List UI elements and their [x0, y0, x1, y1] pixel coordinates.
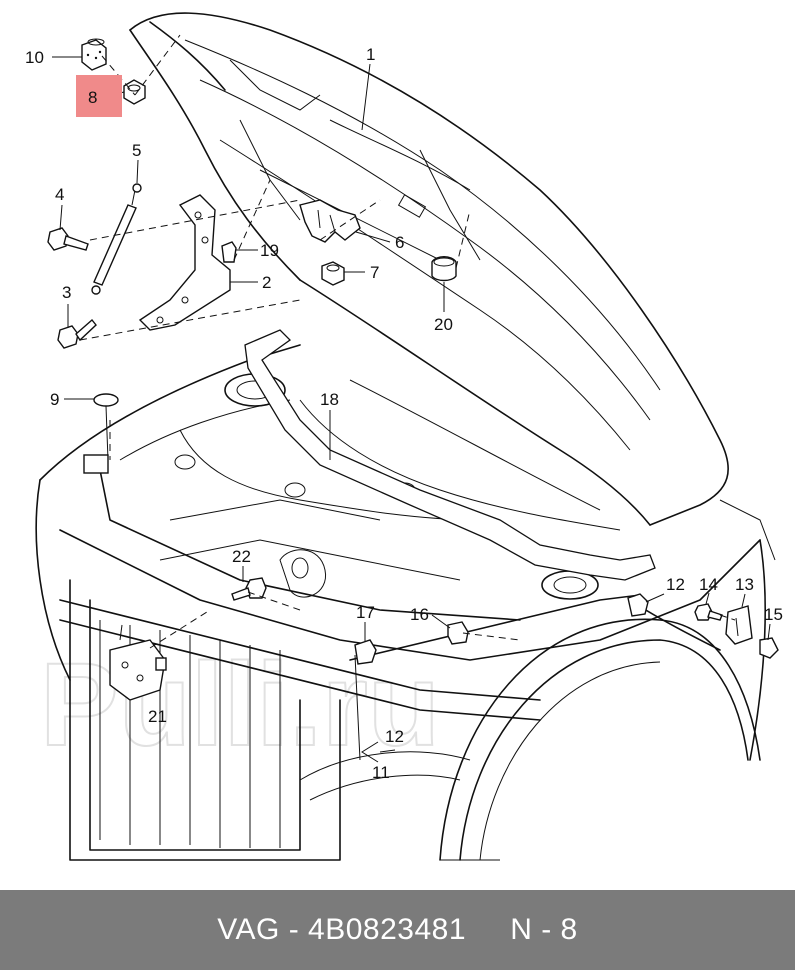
callout-2: 2 — [262, 273, 271, 292]
callout-labels: 10 8 1 5 4 6 19 7 2 3 20 9 18 22 12 14 1… — [25, 45, 783, 782]
callout-9: 9 — [50, 390, 59, 409]
callout-15: 15 — [764, 605, 783, 624]
part-3-bolt — [57, 318, 97, 349]
footer-bar: VAG - 4B0823481 N - 8 — [0, 890, 795, 970]
part-16-clip — [447, 621, 469, 645]
callout-12-bottom: 12 — [385, 727, 404, 746]
callout-1: 1 — [366, 45, 375, 64]
part-number: 4B0823481 — [308, 913, 467, 946]
part-2-hinge — [138, 194, 231, 331]
brand-label: VAG — [217, 913, 280, 946]
callout-13: 13 — [735, 575, 754, 594]
part-7-nut — [321, 261, 345, 286]
part-10-buffer — [81, 38, 107, 71]
seal-strip — [244, 329, 656, 581]
callout-6: 6 — [395, 233, 404, 252]
callout-7: 7 — [370, 263, 379, 282]
callout-16: 16 — [410, 605, 429, 624]
callout-19: 19 — [260, 241, 279, 260]
callout-10: 10 — [25, 48, 44, 67]
part-20-buffer — [431, 256, 457, 282]
parts-diagram: Pulli.ru — [25, 12, 783, 861]
callout-21: 21 — [148, 707, 167, 726]
position-label: N - 8 — [510, 913, 578, 946]
part-9-buffer — [83, 393, 119, 474]
callout-12-right: 12 — [666, 575, 685, 594]
callout-14: 14 — [699, 575, 718, 594]
part-19-clip — [221, 241, 237, 263]
highlight-box — [76, 75, 122, 117]
callout-18: 18 — [320, 390, 339, 409]
part-6-striker — [299, 199, 361, 243]
callout-3: 3 — [62, 283, 71, 302]
callout-20: 20 — [434, 315, 453, 334]
part-15-clip — [759, 637, 779, 659]
wheel-arch — [439, 618, 761, 861]
part-21-lock — [109, 624, 167, 701]
part-13-bracket — [725, 605, 753, 645]
front-frame — [59, 579, 541, 861]
part-12-cable-end — [627, 593, 649, 617]
footer-separator: - — [279, 913, 309, 946]
part-4-bolt — [47, 227, 89, 251]
callout-11: 11 — [372, 763, 390, 782]
part-8-nut — [123, 79, 146, 105]
leader-lines — [52, 56, 771, 763]
callout-5: 5 — [132, 141, 141, 160]
callout-22: 22 — [232, 547, 251, 566]
part-17-clip — [354, 639, 377, 665]
watermark: Pulli.ru — [40, 639, 440, 771]
part-5-gas-strut — [91, 183, 142, 295]
callout-4: 4 — [55, 185, 64, 204]
part-14-screw — [694, 603, 723, 621]
callout-8: 8 — [88, 88, 97, 107]
callout-17: 17 — [356, 603, 375, 622]
footer-gap — [466, 913, 510, 947]
